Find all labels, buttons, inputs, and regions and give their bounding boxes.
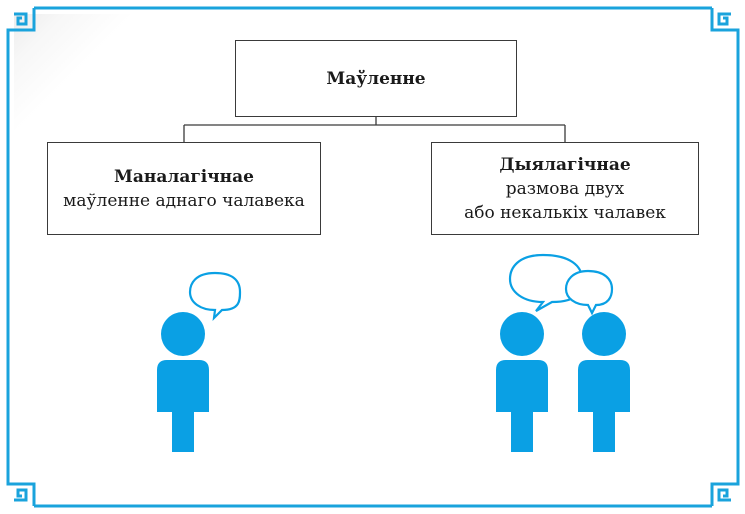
person-icon <box>578 312 630 452</box>
person-icon <box>496 312 548 452</box>
root-label: Маўленне <box>326 68 426 89</box>
monologue-title: Маналагічнае <box>114 166 254 187</box>
monologue-description: маўленне аднаго чалавека <box>63 190 305 211</box>
root-node: Маўленне <box>235 40 517 117</box>
dialogue-node: Дыялагічнае размова двух або некалькіх ч… <box>431 142 699 235</box>
monologue-node: Маналагічнае маўленне аднаго чалавека <box>47 142 321 235</box>
speech-bubble-icon <box>508 253 584 312</box>
person-icon <box>157 312 209 452</box>
speech-bubble-icon <box>564 269 614 316</box>
speech-bubble-icon <box>188 271 242 322</box>
dialogue-description-line-1: размова двух <box>505 178 625 199</box>
dialogue-description-line-2: або некалькіх чалавек <box>464 202 666 223</box>
dialogue-title: Дыялагічнае <box>499 154 631 175</box>
